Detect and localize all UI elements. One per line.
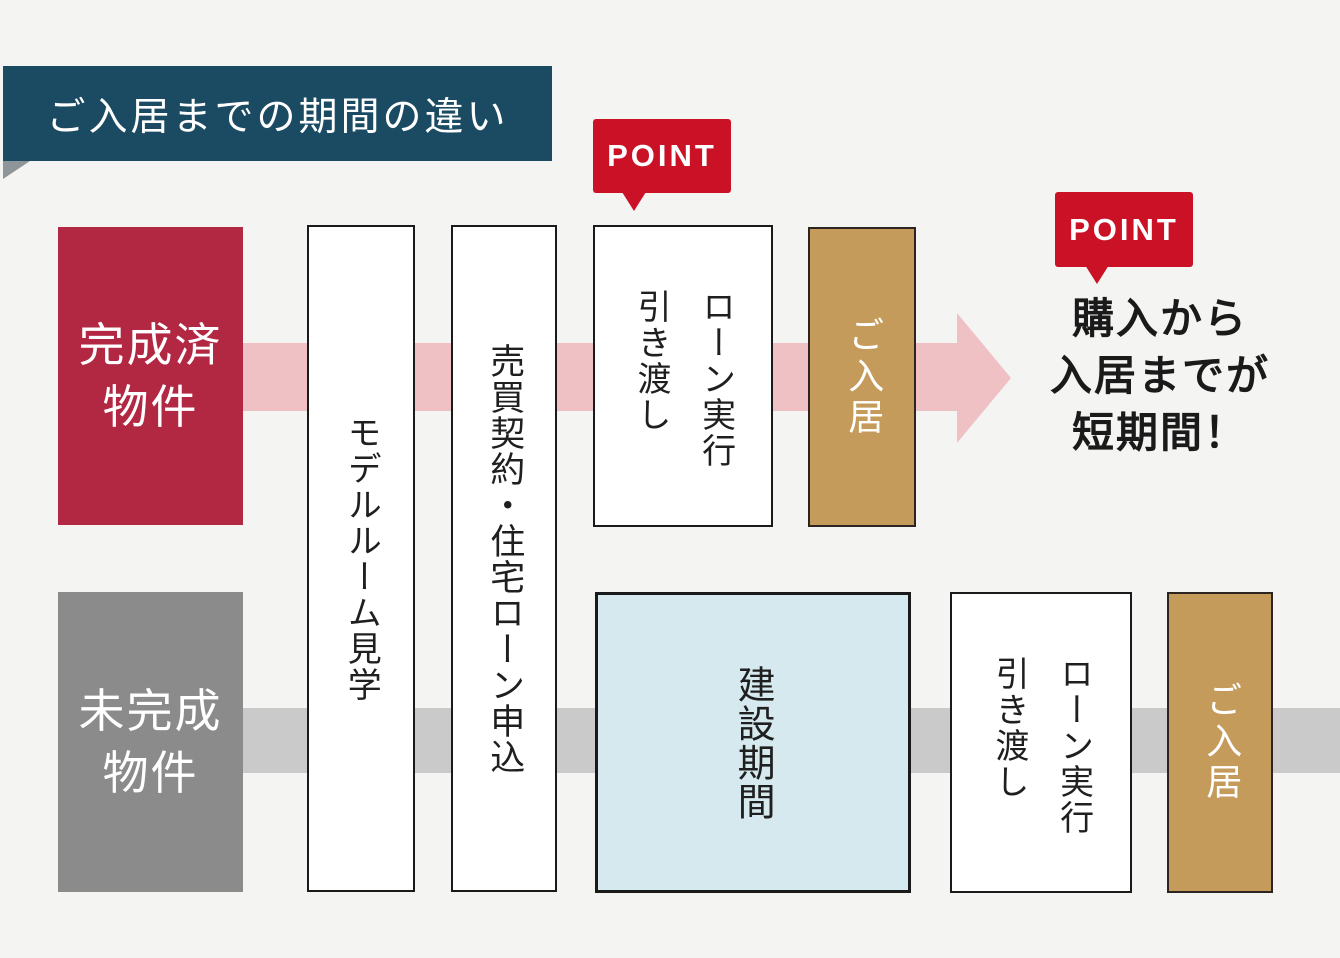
page-title: ご入居までの期間の違い xyxy=(46,94,509,140)
step-move-in-bottom-label: ご入居 xyxy=(1200,681,1242,804)
step-construction-period-label: 建設期間 xyxy=(731,664,776,821)
step-construction-period: 建設期間 xyxy=(595,592,911,893)
step-loan-execution-handover-bottom-label: ローン実行 引き渡し xyxy=(989,656,1094,836)
point-badge-callout-tail-icon xyxy=(1085,265,1109,284)
step-move-in-top: ご入居 xyxy=(808,227,916,527)
point-badge-callout: POINT xyxy=(1055,192,1193,267)
row-label-uncompleted-property: 未完成 物件 xyxy=(58,592,243,892)
completed-flow-arrowhead-icon xyxy=(957,313,1011,443)
banner-fold-triangle xyxy=(3,161,30,179)
point-badge-loan: POINT xyxy=(593,119,731,193)
row-label-completed-property: 完成済 物件 xyxy=(58,227,243,525)
step-loan-execution-handover-top-label: ローン実行 引き渡し xyxy=(631,289,736,469)
step-loan-execution-handover-top: ローン実行 引き渡し xyxy=(593,225,773,527)
callout-short-period-text: 購入から 入居までが 短期間！ xyxy=(1049,294,1270,458)
step-move-in-top-label: ご入居 xyxy=(842,315,884,439)
title-banner: ご入居までの期間の違い xyxy=(3,66,552,161)
step-move-in-bottom: ご入居 xyxy=(1167,592,1273,893)
step-model-room-tour: モデルルーム見学 xyxy=(307,225,415,892)
step-sales-contract-loan-application-label: 売買契約・住宅ローン申込 xyxy=(484,342,525,775)
step-model-room-tour-label: モデルルーム見学 xyxy=(341,414,382,703)
step-sales-contract-loan-application: 売買契約・住宅ローン申込 xyxy=(451,225,557,892)
step-loan-execution-handover-bottom: ローン実行 引き渡し xyxy=(950,592,1132,893)
point-badge-loan-tail-icon xyxy=(622,192,646,211)
